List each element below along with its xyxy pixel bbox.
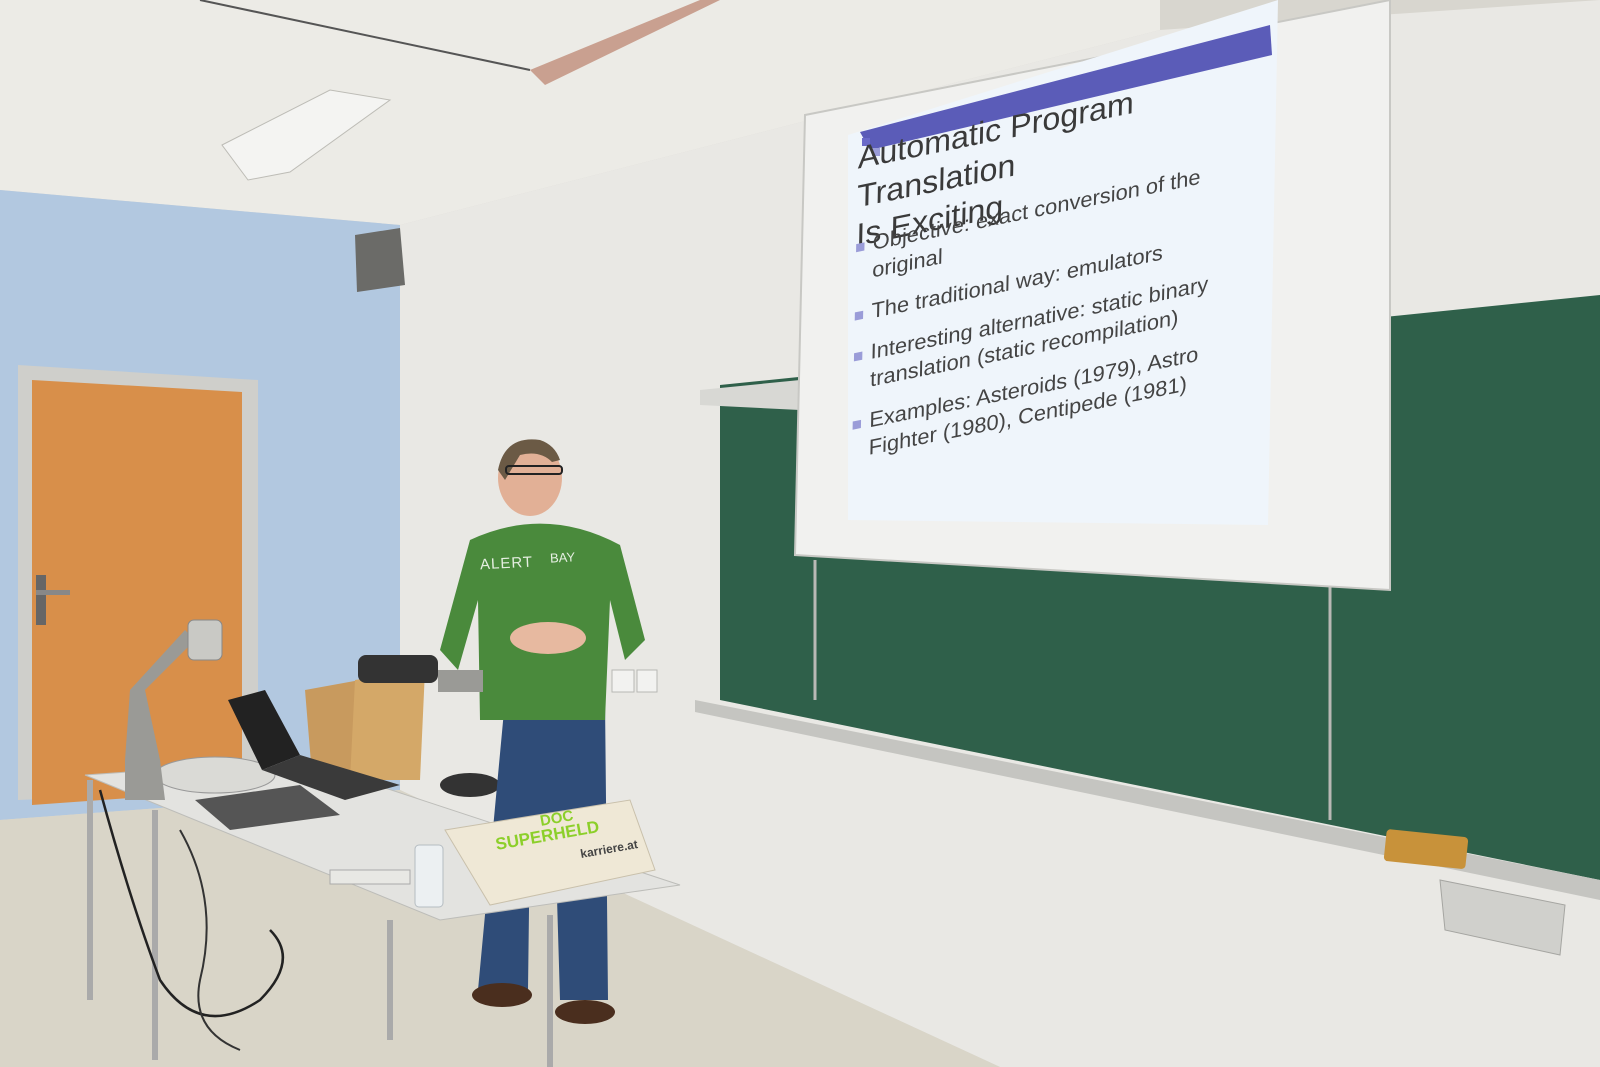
- cable-2: [179, 829, 241, 1051]
- door-handle-lock: [36, 575, 46, 625]
- wall-outlet-2: [636, 669, 658, 693]
- slide-content: Automatic Program Translation Is Excitin…: [838, 51, 1264, 625]
- glass-cup: [414, 844, 444, 908]
- slide-corner-mark-1: [862, 138, 870, 146]
- presenter-shoe-left: [472, 983, 532, 1007]
- presenter-glasses: [505, 465, 563, 475]
- shirt-print-right: BAY: [549, 549, 576, 566]
- ceiling-lamp: [221, 89, 392, 181]
- laptop: [195, 690, 400, 830]
- presenter-hair: [498, 439, 560, 480]
- wall-outlet-1: [611, 669, 635, 693]
- chalk-tray: [695, 700, 1600, 900]
- document-camera: [125, 619, 276, 800]
- chalkboard-top-rail: [700, 380, 800, 410]
- ceiling-light-strip: [530, 0, 720, 85]
- presenter-hands: [510, 622, 586, 654]
- shirt-print-left: ALERT: [479, 553, 534, 574]
- ceiling-edge: [199, 0, 531, 71]
- chair-back-1: [305, 680, 365, 775]
- tote-bag: [444, 799, 656, 906]
- stool-seat: [440, 773, 500, 797]
- presenter-jeans: [478, 700, 608, 1000]
- cable-1: [98, 789, 285, 1018]
- slide-title-bar: [860, 25, 1272, 150]
- slide-corner-mark-2: [872, 148, 880, 156]
- presenter: [440, 439, 645, 1024]
- projector-base: [438, 670, 483, 692]
- chair-back-2: [350, 670, 425, 780]
- wall-speaker: [355, 228, 405, 292]
- projector: [358, 655, 438, 683]
- door-handle: [36, 590, 70, 595]
- chalk-box: [1439, 879, 1566, 956]
- door: [32, 380, 242, 805]
- eraser: [1383, 829, 1469, 869]
- presenter-shirt: [440, 523, 645, 720]
- remote-control: [329, 869, 411, 885]
- presenter-shoe-right: [555, 1000, 615, 1024]
